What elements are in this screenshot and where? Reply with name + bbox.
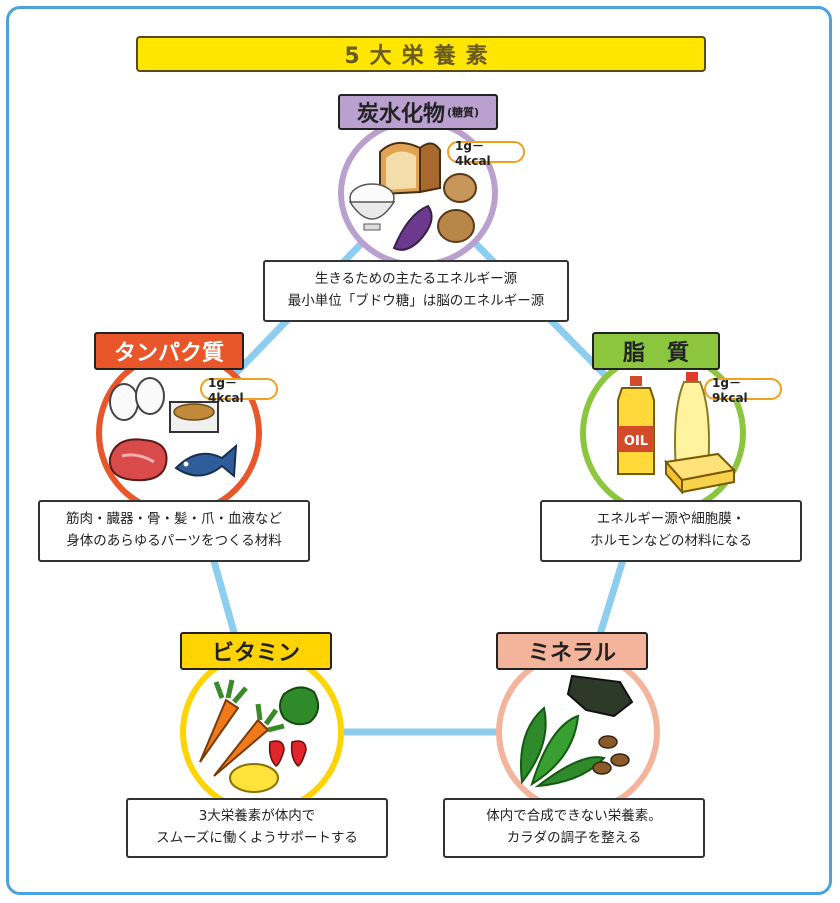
fat-description: エネルギー源や細胞膜・ ホルモンなどの材料になる — [540, 500, 802, 562]
oil-label: OIL — [624, 434, 648, 449]
fat-label: 脂 質 — [592, 332, 720, 370]
natto-icon — [169, 401, 219, 433]
page-title: 5大栄養素 — [136, 36, 706, 72]
vitamin-desc-line-2: スムーズに働くようサポートする — [156, 830, 358, 846]
vitamin-desc-line-1: 3大栄養素が体内で — [198, 808, 316, 825]
potato-icon — [437, 173, 477, 243]
fat-kcal-badge: 1g－9kcal — [704, 376, 782, 405]
sweet-potato-icon — [392, 204, 433, 251]
protein-desc-line-2: 身体のあらゆるパーツをつくる材料 — [66, 533, 282, 549]
carbs-label: 炭水化物(糖質) — [338, 94, 498, 130]
fat-desc-line-1: エネルギー源や細胞膜・ — [596, 511, 746, 528]
protein-label: タンパク質 — [94, 332, 244, 370]
protein-description: 筋肉・臓器・骨・髪・爪・血液など 身体のあらゆるパーツをつくる材料 — [38, 500, 310, 562]
seaweed-icon — [566, 674, 634, 718]
fat-desc-line-2: ホルモンなどの材料になる — [590, 533, 752, 549]
protein-kcal-badge: 1g－4kcal — [200, 376, 278, 405]
spinach-icon — [519, 706, 606, 788]
carbs-description: 生きるための主たるエネルギー源 最小単位「ブドウ糖」は脳のエネルギー源 — [263, 260, 569, 322]
carbs-sub: (糖質) — [446, 106, 480, 119]
oil-bottle-icon: OIL — [617, 376, 655, 475]
almonds-icon — [592, 735, 630, 775]
bell-pepper-icon — [279, 686, 320, 726]
protein-food-illustration — [108, 377, 238, 482]
mineral-desc-line-1: 体内で合成できない栄養素。 — [486, 808, 662, 825]
eggs-icon — [109, 377, 165, 421]
rice-bowl-icon — [348, 183, 396, 231]
carbs-desc-line-1: 生きるための主たるエネルギー源 — [314, 271, 518, 288]
mineral-label: ミネラル — [496, 632, 648, 670]
bread-icon — [379, 141, 441, 196]
meat-icon — [108, 438, 168, 482]
vitamin-food-illustration — [199, 679, 320, 793]
carbs-food-illustration — [348, 141, 477, 251]
carbs-name: 炭水化物 — [356, 102, 445, 127]
vitamin-description: 3大栄養素が体内で スムーズに働くようサポートする — [126, 798, 388, 858]
mineral-description: 体内で合成できない栄養素。 カラダの調子を整える — [443, 798, 705, 858]
fat-food-illustration: OIL — [617, 372, 737, 495]
butter-icon — [664, 452, 737, 495]
protein-desc-line-1: 筋肉・臓器・骨・髪・爪・血液など — [66, 511, 282, 528]
carrot-icon — [199, 679, 285, 777]
carbs-desc-line-2: 最小単位「ブドウ糖」は脳のエネルギー源 — [287, 293, 545, 309]
strawberry-icon — [268, 740, 307, 767]
mineral-desc-line-2: カラダの調子を整える — [506, 830, 642, 846]
lemon-icon — [229, 763, 279, 793]
carbs-kcal-badge: 1g－4kcal — [447, 139, 525, 168]
vitamin-label: ビタミン — [180, 632, 332, 670]
fish-icon — [174, 443, 238, 479]
mineral-food-illustration — [519, 674, 634, 788]
